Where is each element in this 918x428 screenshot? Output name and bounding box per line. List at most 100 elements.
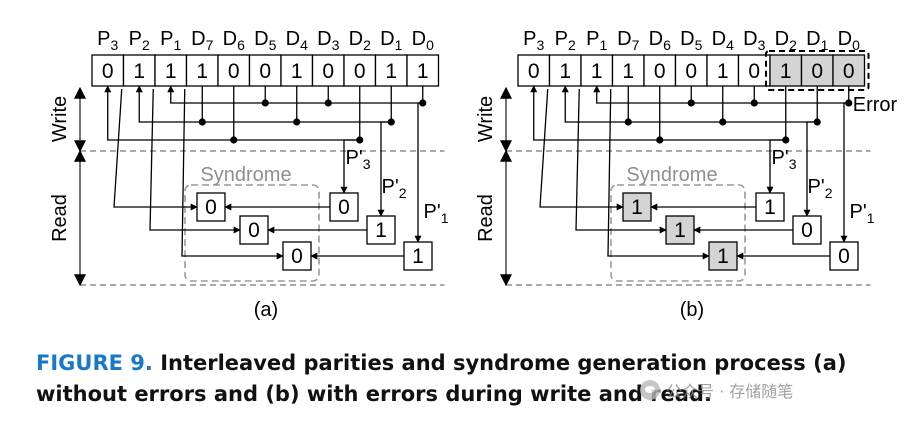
bit-cell xyxy=(248,54,282,87)
bit-header-d0: D0 xyxy=(838,28,860,53)
error-label: Error xyxy=(853,94,898,116)
bit-header-d4: D4 xyxy=(286,28,308,53)
bit-header-d6: D6 xyxy=(649,28,671,53)
watermark-text: 公众号 · 存储随笔 xyxy=(666,382,794,401)
bit-cell xyxy=(406,54,440,87)
bit-header-p2: P2 xyxy=(129,28,150,53)
bit-value: 1 xyxy=(196,60,208,83)
bit-header-d5: D5 xyxy=(680,28,702,53)
bit-header-d1: D1 xyxy=(380,28,402,53)
syndrome-bit-value: 1 xyxy=(717,245,729,268)
wechat-icon xyxy=(640,380,660,400)
junction-dot xyxy=(387,118,395,126)
p3r-wire xyxy=(340,139,360,194)
bit-cell xyxy=(311,54,345,87)
bit-header-d6: D6 xyxy=(223,28,245,53)
bit-value: 0 xyxy=(843,60,855,83)
watermark: 公众号 · 存储随笔 xyxy=(640,378,793,402)
p2-gen-wire xyxy=(135,85,392,123)
bit-header-d0: D0 xyxy=(412,28,434,53)
bit-header-d2: D2 xyxy=(349,28,371,53)
bit-value: 1 xyxy=(780,60,792,83)
junction-dot xyxy=(813,118,821,126)
regen-parity-label: P'2 xyxy=(808,176,833,201)
bit-value: 0 xyxy=(102,60,114,83)
syndrome-bit-value: 1 xyxy=(631,196,643,219)
regen-parity-value: 0 xyxy=(801,219,813,242)
p3r-wire xyxy=(766,139,786,194)
bit-header-p1: P1 xyxy=(586,28,607,53)
syndrome-bit-value: 0 xyxy=(291,245,303,268)
bit-value: 1 xyxy=(622,60,634,83)
regen-parity-label: P'2 xyxy=(382,176,407,201)
junction-dot xyxy=(845,99,853,107)
regen-parity-value: 1 xyxy=(375,219,387,242)
p1-stored-wire xyxy=(607,88,710,260)
p1r-wire xyxy=(840,102,849,243)
bit-header-d5: D5 xyxy=(254,28,276,53)
p2-gen-wire xyxy=(561,85,818,123)
panel-sublabel: (b) xyxy=(680,299,704,321)
caption-text: Interleaved parities and syndrome genera… xyxy=(36,351,847,406)
bit-value: 0 xyxy=(228,60,240,83)
bit-value: 0 xyxy=(354,60,366,83)
bit-header-d7: D7 xyxy=(191,28,213,53)
regen-parity-box xyxy=(792,215,822,245)
p3-stored-wire xyxy=(113,88,198,211)
bit-value: 1 xyxy=(417,60,429,83)
p2-stored-wire xyxy=(575,88,667,234)
bit-header-d7: D7 xyxy=(617,28,639,53)
caption-label: FIGURE 9. xyxy=(36,351,153,375)
bit-value: 1 xyxy=(385,60,397,83)
bit-value: 0 xyxy=(654,60,666,83)
bit-header-d1: D1 xyxy=(806,28,828,53)
bit-header-d3: D3 xyxy=(317,28,339,53)
bit-value: 1 xyxy=(591,60,603,83)
syndrome-bit-value: 0 xyxy=(205,196,217,219)
bit-header-d2: D2 xyxy=(775,28,797,53)
bit-header-d4: D4 xyxy=(712,28,734,53)
p3-stored-wire xyxy=(539,88,624,211)
bit-header-d3: D3 xyxy=(743,28,765,53)
regen-parity-value: 1 xyxy=(764,196,776,219)
bit-value: 0 xyxy=(259,60,271,83)
read-side-label: Read xyxy=(49,194,71,242)
bit-header-p3: P3 xyxy=(523,28,544,53)
junction-dot xyxy=(419,99,427,107)
bit-value: 0 xyxy=(748,60,760,83)
bit-value: 0 xyxy=(685,60,697,83)
syndrome-bit-value: 0 xyxy=(248,219,260,242)
p2-stored-wire xyxy=(149,88,241,234)
panel-sublabel: (a) xyxy=(254,299,278,321)
write-side-label: Write xyxy=(49,96,71,142)
bit-value: 0 xyxy=(322,60,334,83)
junction-dot xyxy=(356,136,364,144)
regen-parity-value: 1 xyxy=(412,245,424,268)
regen-parity-label: P'1 xyxy=(424,201,449,226)
bit-header-p2: P2 xyxy=(555,28,576,53)
bit-cell xyxy=(706,54,740,87)
bit-value: 1 xyxy=(559,60,571,83)
regen-parity-box xyxy=(755,192,785,222)
bit-cell xyxy=(674,54,708,87)
bit-cell xyxy=(643,54,677,87)
bit-value: 1 xyxy=(717,60,729,83)
bit-value: 1 xyxy=(133,60,145,83)
syndrome-title: Syndrome xyxy=(200,164,291,186)
bit-value: 0 xyxy=(528,60,540,83)
figure-caption: FIGURE 9. Interleaved parities and syndr… xyxy=(36,348,896,410)
syndrome-title: Syndrome xyxy=(626,164,717,186)
bit-value: 0 xyxy=(811,60,823,83)
p2r-wire xyxy=(803,121,818,217)
regen-parity-label: P'3 xyxy=(346,147,371,172)
bit-value: 1 xyxy=(291,60,303,83)
bit-header-p3: P3 xyxy=(97,28,118,53)
bit-cell xyxy=(374,54,408,87)
read-side-label: Read xyxy=(475,194,497,242)
syndrome-group xyxy=(610,184,746,282)
regen-parity-value: 0 xyxy=(338,196,350,219)
write-side-label: Write xyxy=(475,96,497,142)
bit-value: 1 xyxy=(165,60,177,83)
regen-parity-label: P'1 xyxy=(850,201,875,226)
